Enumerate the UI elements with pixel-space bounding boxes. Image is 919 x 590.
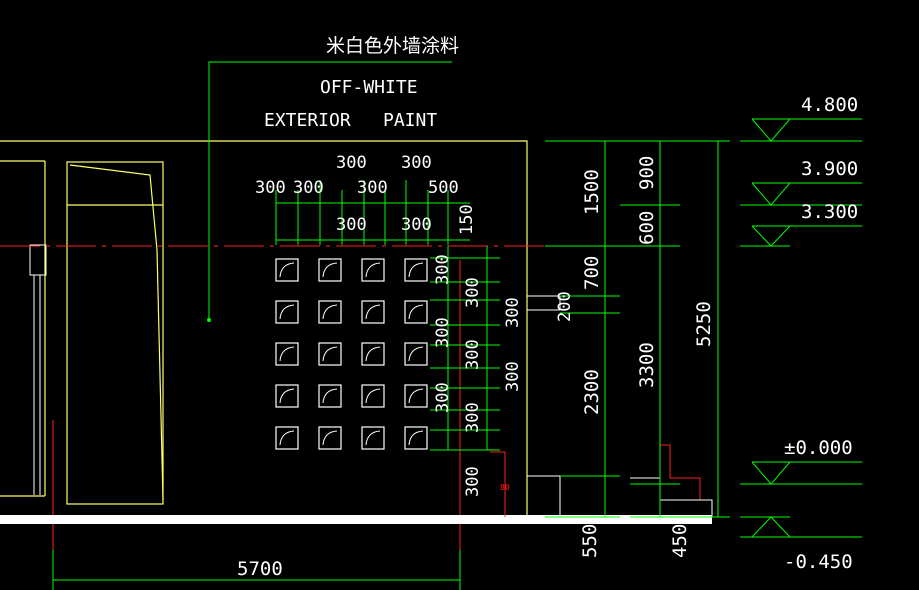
window-opening [275,384,299,408]
dim-grid-r2: 300 [463,277,483,308]
window-opening [318,258,342,282]
window-arc [365,346,381,362]
window-arc [279,430,295,446]
detail-note: 80 [500,483,510,492]
note-en-1: OFF-WHITE [320,77,418,98]
window-opening [361,300,385,324]
dim-top-7: 300 [336,215,367,235]
window-opening [404,300,428,324]
window-arc [408,346,424,362]
window-opening [361,342,385,366]
window-arc [408,262,424,278]
dim-grid-r4: 300 [433,317,453,348]
note-cn: 米白色外墙涂料 [326,35,459,57]
dim-col-b3: 3300 [636,342,658,388]
dim-top-1: 300 [336,153,367,173]
window-opening [318,342,342,366]
window-opening [404,426,428,450]
door-frame [66,161,164,505]
foundation-detail [490,444,701,517]
window-opening [318,384,342,408]
window-opening [275,300,299,324]
window-arc [365,388,381,404]
window-arc [279,388,295,404]
dim-bottom-550: 550 [579,524,601,558]
ground-slab [0,515,712,524]
dim-total: 5250 [693,301,715,347]
window-arc [365,430,381,446]
right-grid-dimension-lines [430,246,500,451]
elevation-m0450: -0.450 [784,551,853,573]
window-opening [275,426,299,450]
window-arc [408,388,424,404]
column-detail [29,244,47,495]
elevation-3300: 3.300 [801,201,858,223]
dim-col-a1: 1500 [581,169,603,215]
dim-grid-r9: 300 [463,466,483,497]
dim-grid-r6: 300 [503,361,523,392]
elevation-3900: 3.900 [801,158,858,180]
dim-top-8: 300 [401,215,432,235]
dim-grid-r7: 300 [433,382,453,413]
dim-top-3: 300 [255,178,286,198]
dim-col-a2: 700 [581,256,603,290]
window-arc [365,304,381,320]
window-opening [361,258,385,282]
window-arc [279,304,295,320]
dim-grid-r5: 300 [463,339,483,370]
window-opening [275,258,299,282]
dim-bottom-5700: 5700 [237,558,283,580]
window-opening [318,426,342,450]
window-arc [322,262,338,278]
right-dimension-lines [545,140,862,538]
dim-top-9: 150 [457,204,477,235]
window-arc [322,388,338,404]
ledge-detail [527,295,713,517]
window-arc [408,430,424,446]
elevation-0000: ±0.000 [784,437,853,459]
window-arc [365,262,381,278]
dim-col-a3: 2300 [581,369,603,415]
dim-col-b1: 900 [636,156,658,190]
window-opening [404,384,428,408]
top-dimension-lines [275,180,470,245]
elevation-markers [751,118,862,538]
window-arc [279,346,295,362]
window-arc [408,304,424,320]
window-arc [322,346,338,362]
window-opening [404,342,428,366]
dim-small-200: 200 [555,291,575,322]
window-opening [404,258,428,282]
window-opening [361,426,385,450]
note-en-2a: EXTERIOR [264,110,351,131]
dim-col-b2: 600 [636,211,658,245]
dim-grid-r1: 300 [433,254,453,285]
dim-bottom-450: 450 [669,524,691,558]
dim-grid-r3: 300 [503,297,523,328]
window-opening [275,342,299,366]
dim-grid-r8: 300 [463,402,483,433]
window-grid [275,258,428,450]
window-arc [322,430,338,446]
window-opening [318,300,342,324]
bottom-dimension-line [52,550,461,590]
window-opening [361,384,385,408]
dim-top-2: 300 [401,153,432,173]
elevation-4800: 4.800 [801,94,858,116]
note-leader [207,61,452,322]
building-outline [0,140,528,517]
dim-top-6: 500 [428,178,459,198]
window-arc [279,262,295,278]
window-arc [322,304,338,320]
note-en-2b: PAINT [383,110,437,131]
dim-top-4: 300 [293,178,324,198]
dim-top-5: 300 [357,178,388,198]
